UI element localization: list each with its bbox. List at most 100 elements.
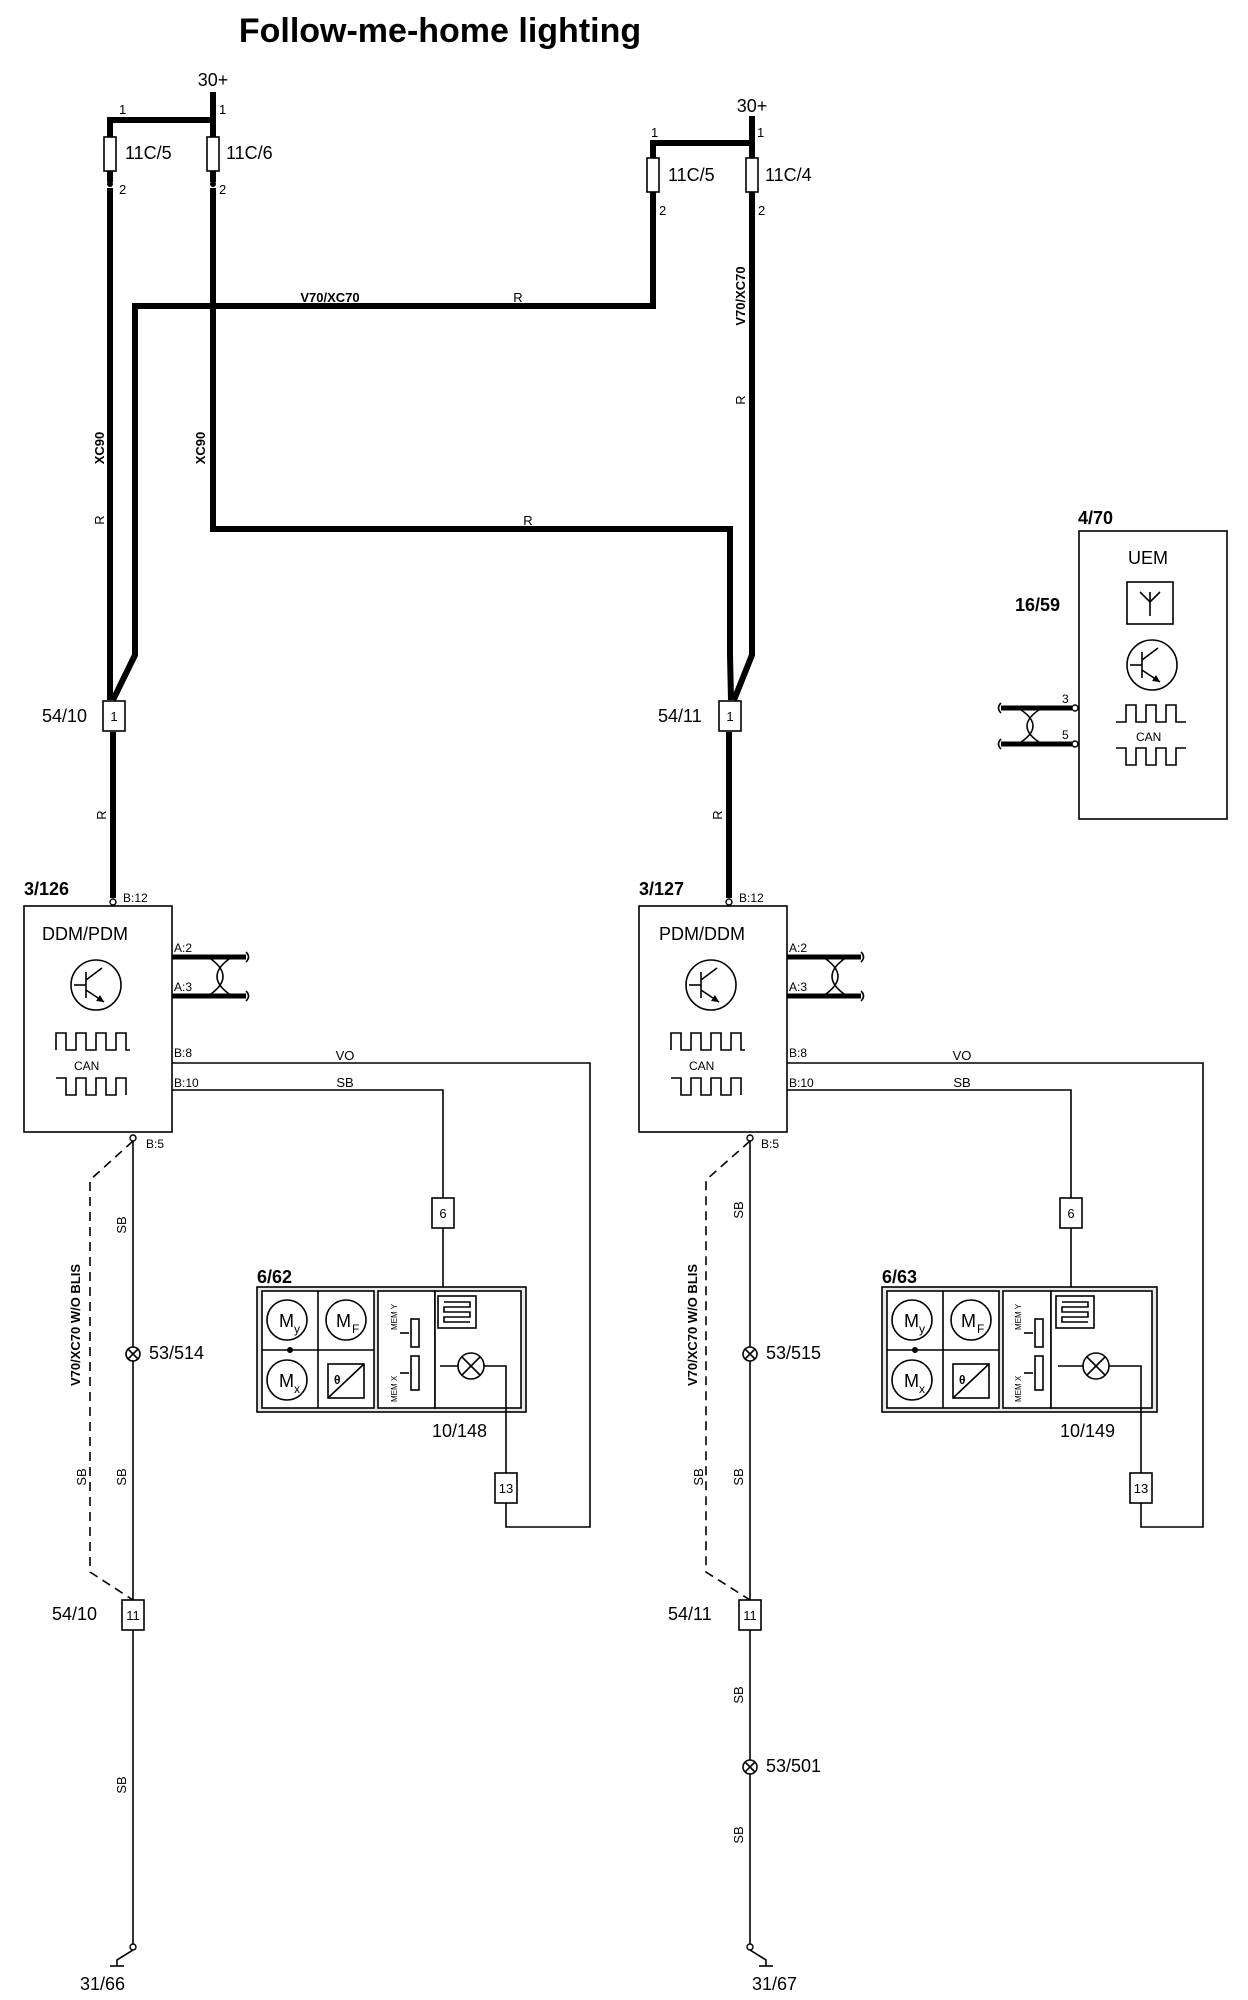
motor-label: M xyxy=(904,1371,919,1391)
twisted-pair-icon xyxy=(997,702,1072,750)
can-signal-icon: CAN xyxy=(670,1032,745,1096)
pin-label: 1 xyxy=(219,102,226,117)
can-label: CAN xyxy=(1136,730,1161,744)
motor-sub: x xyxy=(919,1382,925,1396)
connector-pin: 1 xyxy=(726,709,733,724)
wire-label-sb: SB xyxy=(336,1075,353,1090)
antenna-icon xyxy=(1126,581,1174,625)
uem-name: UEM xyxy=(1128,548,1168,568)
fuse-icon xyxy=(646,157,660,193)
wire-label-sb: SB xyxy=(114,1776,129,1793)
pin-label: A:3 xyxy=(789,980,807,994)
wire-v70-to-5410 xyxy=(110,188,656,702)
ground-path-left: V70/XC70 W/O BLIS SB SB SB 53/514 11 54/… xyxy=(52,1140,204,1994)
module-id: 3/126 xyxy=(24,879,69,899)
fuse-11c4: 1 2 11C/4 30+ xyxy=(737,96,812,218)
wire-label-v70xc70: V70/XC70 xyxy=(733,266,748,325)
pin-label: A:3 xyxy=(174,980,192,994)
pin-label: A:2 xyxy=(789,941,807,955)
fuse-label: 11C/5 xyxy=(125,143,172,163)
fuse-11c6: 1 2 11C/6 30+ xyxy=(198,70,273,197)
module-id: 3/127 xyxy=(639,879,684,899)
uem-ref: 16/59 xyxy=(1015,595,1060,615)
splice-label: 53/501 xyxy=(766,1756,821,1776)
pin-label: 2 xyxy=(758,203,765,218)
motor-icon: M y xyxy=(891,1299,933,1341)
motor-sub: F xyxy=(352,1322,359,1336)
pin-label: B:8 xyxy=(174,1046,192,1060)
mem-label: MEM X xyxy=(390,1375,399,1402)
bulb-icon xyxy=(1082,1352,1110,1380)
signal-wires-right: VO SB xyxy=(787,1048,1204,1528)
pin-label: B:8 xyxy=(789,1046,807,1060)
pin-label: A:2 xyxy=(174,941,192,955)
pin-label: B:5 xyxy=(146,1137,164,1151)
wire-label-r: R xyxy=(523,513,532,528)
wire-label-sb: SB xyxy=(114,1468,129,1485)
wire-label-r: R xyxy=(92,515,107,524)
motor-label: M xyxy=(279,1371,294,1391)
pin-label: 1 xyxy=(651,125,658,140)
splice-icon: 53/501 xyxy=(742,1756,821,1776)
wire-label-xc90: XC90 xyxy=(193,432,208,465)
ground-icon xyxy=(110,1943,137,1967)
mirror-id: 6/63 xyxy=(882,1267,917,1287)
pin-label: B:12 xyxy=(123,891,148,905)
mirror-6-63: 6/63 M y M F M x θ MEM Y MEM X xyxy=(881,1267,1158,1441)
pin-dot xyxy=(107,181,113,187)
connector-pin: 11 xyxy=(126,1608,140,1623)
transistor-icon xyxy=(685,959,737,1011)
ground-icon xyxy=(746,1943,773,1967)
wire-label-r: R xyxy=(710,810,725,819)
splice-label: 53/514 xyxy=(149,1343,204,1363)
connector-13-right: 13 xyxy=(1129,1472,1153,1504)
ground-label: 31/66 xyxy=(80,1974,125,1994)
motor-label: M xyxy=(961,1311,976,1331)
motor-sub: y xyxy=(294,1322,300,1336)
module-3126: 3/126 DDM/PDM B:12 CAN A:2 A:3 B:8 B:10 … xyxy=(23,879,199,1151)
module-box xyxy=(638,905,788,1133)
wire-label-sb: SB xyxy=(691,1468,706,1485)
connector-pin: 13 xyxy=(1134,1481,1148,1496)
motor-icon: M F xyxy=(950,1299,992,1341)
pin-dot xyxy=(650,202,656,208)
connector-pin: 11 xyxy=(743,1608,757,1623)
mem-label: MEM X xyxy=(1014,1375,1023,1402)
connector-6-left: 6 xyxy=(431,1197,455,1229)
pin-label: B:12 xyxy=(739,891,764,905)
power-wires xyxy=(107,92,755,898)
wire-label-v70-wo-blis: V70/XC70 W/O BLIS xyxy=(685,1264,700,1386)
fuse-11c5-right: 1 2 11C/5 xyxy=(646,125,715,218)
heater-icon xyxy=(1055,1295,1095,1329)
connector-label: 54/10 xyxy=(42,706,87,726)
wire-label-r: R xyxy=(733,395,748,404)
fuse-icon xyxy=(103,136,117,172)
motor-label: M xyxy=(279,1311,294,1331)
connector-pin: 6 xyxy=(1067,1206,1074,1221)
mem-label: MEM Y xyxy=(390,1303,399,1330)
connector-5410-top: 1 54/10 xyxy=(42,700,126,732)
transistor-icon xyxy=(70,959,122,1011)
heater-icon xyxy=(437,1295,477,1329)
mem-label: MEM Y xyxy=(1014,1303,1023,1330)
bulb-icon xyxy=(457,1352,485,1380)
module-name: PDM/DDM xyxy=(659,924,745,944)
connector-13-left: 13 xyxy=(494,1472,518,1504)
module-name: DDM/PDM xyxy=(42,924,128,944)
wire-label-sb: SB xyxy=(114,1216,129,1233)
pin-label: 1 xyxy=(757,125,764,140)
connector-pin: 6 xyxy=(439,1206,446,1221)
module-box xyxy=(23,905,173,1133)
fuse-label: 11C/4 xyxy=(765,165,812,185)
pin-label: B:10 xyxy=(174,1076,199,1090)
pin-label: 5 xyxy=(1062,728,1069,742)
motor-icon: M x xyxy=(891,1359,933,1401)
fuse-icon xyxy=(745,157,759,193)
pin-label: 2 xyxy=(119,182,126,197)
motor-label: M xyxy=(336,1311,351,1331)
can-label: CAN xyxy=(74,1059,99,1073)
fuse-icon xyxy=(206,136,220,172)
wire-label-sb: SB xyxy=(74,1468,89,1485)
uem-id: 4/70 xyxy=(1078,508,1113,528)
pin-label: 3 xyxy=(1062,692,1069,706)
